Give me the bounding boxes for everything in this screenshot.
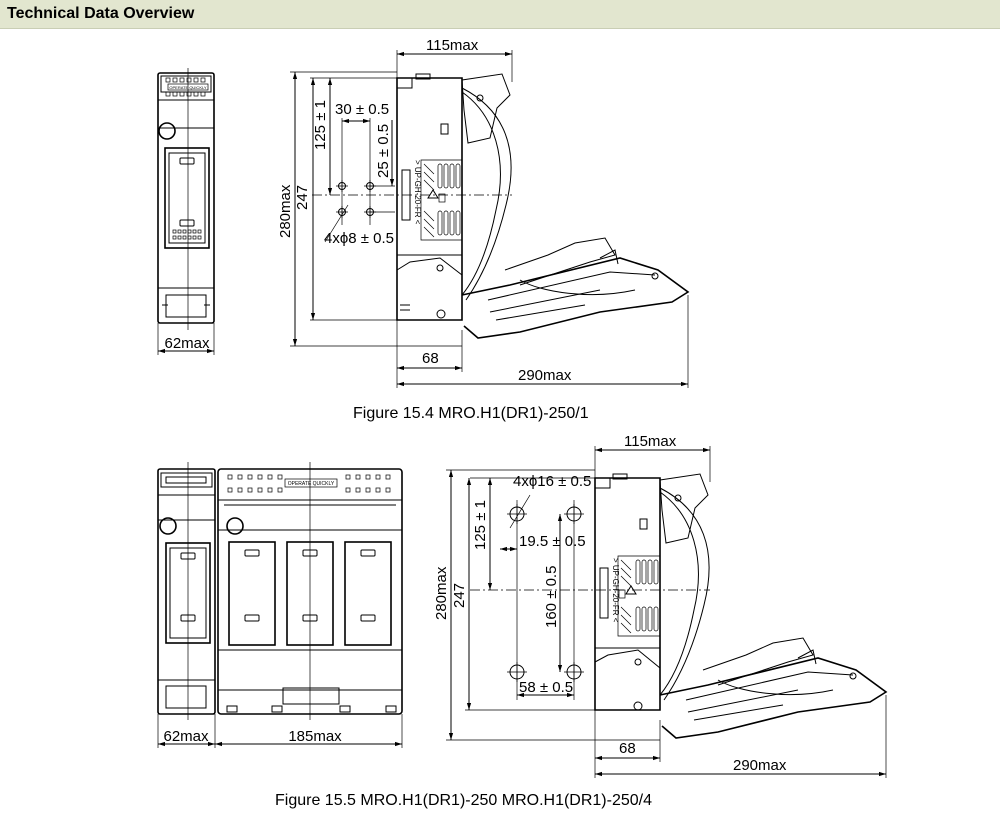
fig2-side-label: > UP-GH-20-FR < xyxy=(611,558,620,623)
fig2-dim-hole-horizontal: 58 ± 0.5 xyxy=(519,679,573,696)
fig1-dim-base-depth: 68 xyxy=(422,350,439,367)
figure-caption-15-5: Figure 15.5 MRO.H1(DR1)-250 MRO.H1(DR1)-… xyxy=(275,792,652,809)
fig2-dim-width-single: 62max xyxy=(163,728,209,745)
section-header: Technical Data Overview xyxy=(0,0,1000,29)
fig2-dim-height-total: 280max xyxy=(433,566,450,620)
fig1-dim-open-depth: 290max xyxy=(518,367,572,384)
fig2-dim-hole-vertical: 125 ± 1 xyxy=(472,500,489,550)
fig1-dim-holes: 4xϕ8 ± 0.5 xyxy=(324,230,394,247)
figure-caption-15-4: Figure 15.4 MRO.H1(DR1)-250/1 xyxy=(353,405,589,422)
fig1-side-label: > UP-GH-20-FR < xyxy=(413,160,422,225)
fig1-dim-height-total: 280max xyxy=(277,184,294,238)
fig1-dim-height-inner: 247 xyxy=(294,185,311,210)
fig2-front-view: OPERATE QUICKLY 62max 185max xyxy=(157,462,403,748)
fig2-dim-top-width: 115max xyxy=(624,433,677,450)
fig2-side-view: > UP-GH-20-FR < xyxy=(433,433,888,778)
fig1-dim-top-width: 115max xyxy=(426,37,479,54)
section-title: Technical Data Overview xyxy=(7,5,195,22)
fig1-side-view: > UP-GH-20-FR < xyxy=(277,37,690,388)
fig2-dim-hole-offset: 19.5 ± 0.5 xyxy=(519,533,586,550)
fig1-dim-hole-pitch: 25 ± 0.5 xyxy=(375,124,392,178)
fig2-dim-height-inner: 247 xyxy=(451,583,468,608)
fig1-front-view: OPERATE QUICKLY 62max xyxy=(157,68,215,355)
fig1-dim-hole-horizontal: 30 ± 0.5 xyxy=(335,101,389,118)
fig2-dim-base-depth: 68 xyxy=(619,740,636,757)
fig1-dim-width-front: 62max xyxy=(164,335,210,352)
fig2-dim-open-depth: 290max xyxy=(733,757,787,774)
fig2-front-label: OPERATE QUICKLY xyxy=(288,481,335,487)
fig2-dim-hole-pitch: 160 ± 0.5 xyxy=(543,566,560,628)
fig2-dim-width-triple: 185max xyxy=(288,728,342,745)
fig1-dim-hole-vertical: 125 ± 1 xyxy=(312,100,329,150)
fig2-dim-holes: 4xϕ16 ± 0.5 xyxy=(513,473,591,490)
